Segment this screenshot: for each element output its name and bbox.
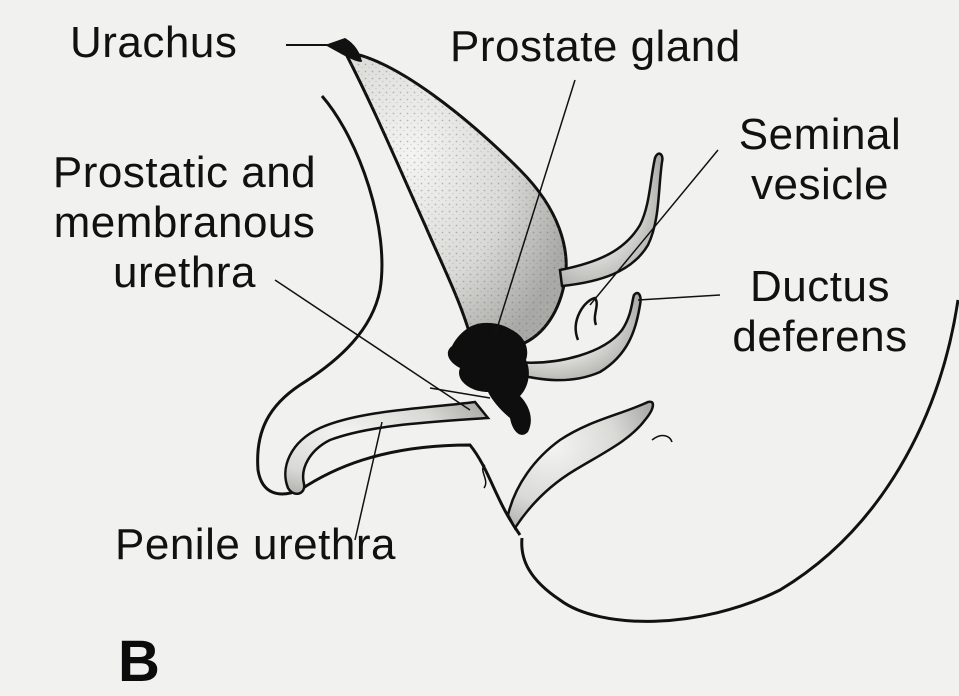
label-prostatic-urethra-line3: urethra xyxy=(12,248,357,298)
label-prostate-gland: Prostate gland xyxy=(450,22,741,72)
label-urachus: Urachus xyxy=(70,18,237,68)
label-seminal-vesicle: Seminal vesicle xyxy=(715,110,925,210)
label-seminal-vesicle-line2: vesicle xyxy=(715,160,925,210)
label-prostatic-urethra-line1: Prostatic and xyxy=(12,148,357,198)
label-ductus-deferens-line2: deferens xyxy=(705,312,935,362)
seminal-vesicle xyxy=(560,154,662,286)
urachus xyxy=(325,38,362,62)
label-prostatic-membranous-urethra: Prostatic and membranous urethra xyxy=(12,148,357,298)
label-ductus-deferens: Ductus deferens xyxy=(705,262,935,362)
label-seminal-vesicle-line1: Seminal xyxy=(715,110,925,160)
panel-letter: B xyxy=(118,632,160,692)
label-ductus-deferens-line1: Ductus xyxy=(705,262,935,312)
label-penile-urethra: Penile urethra xyxy=(115,520,396,570)
label-prostatic-urethra-line2: membranous xyxy=(12,198,357,248)
